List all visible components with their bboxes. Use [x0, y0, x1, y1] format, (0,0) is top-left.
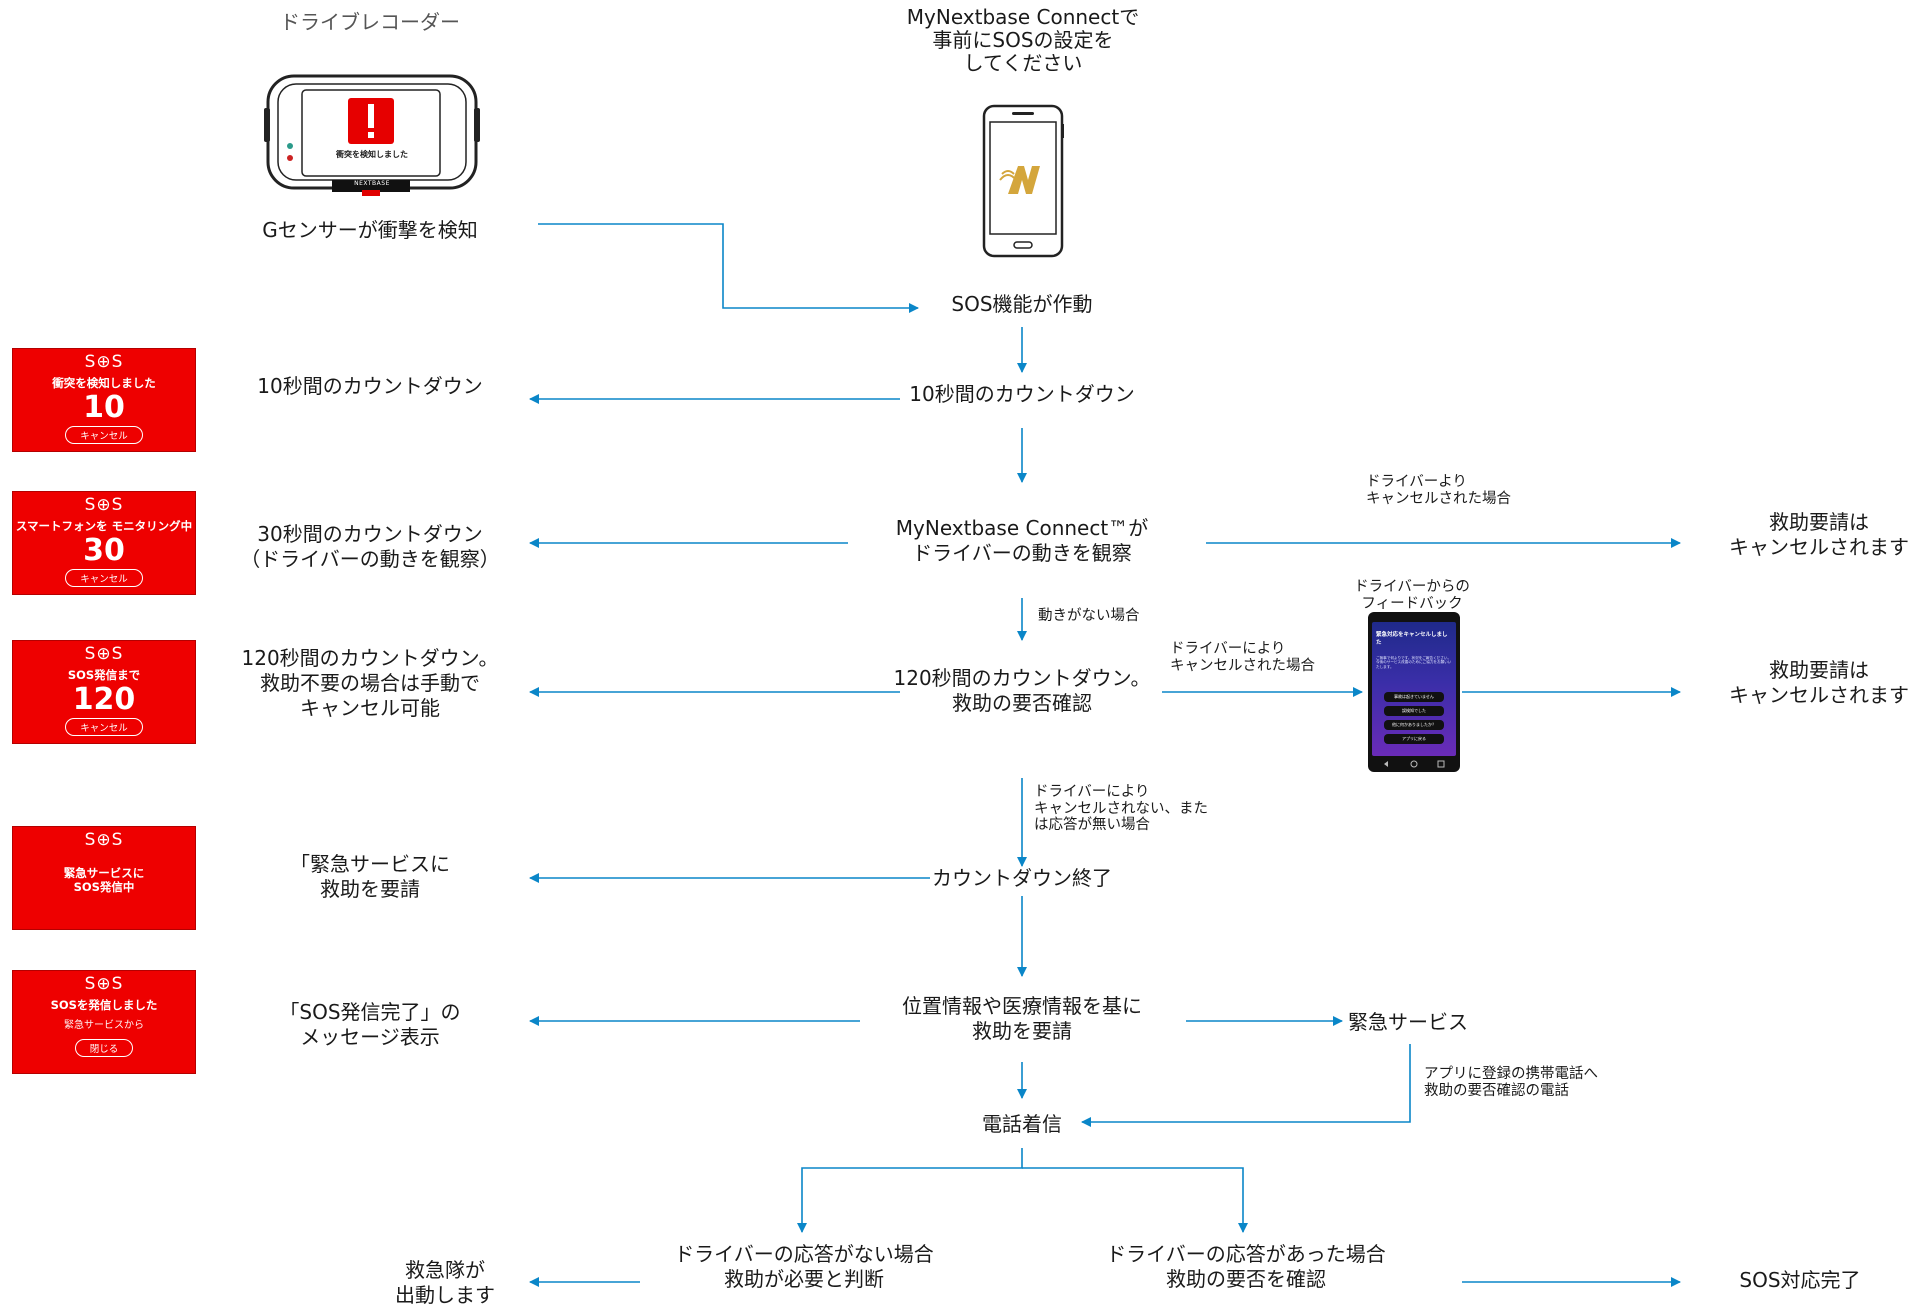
cancelled-result-2: 救助要請は キャンセルされます — [1729, 658, 1909, 707]
feedback-phone: 緊急対応をキャンセルしました ご無事で何よりです。状況をご報告ください。今後のサ… — [1368, 612, 1460, 772]
smartphone-illustration — [982, 104, 1064, 258]
arrow-call-to-noresponse — [797, 1148, 1023, 1233]
sos-complete: SOS対応完了 — [1739, 1268, 1861, 1292]
sos-panel-detected: S⊕S 衝突を検知しました 10 キャンセル — [12, 348, 196, 452]
countdown120-center: 120秒間のカウントダウン。 救助の要否確認 — [893, 666, 1151, 715]
gsensor-caption: Gセンサーが衝撃を検知 — [262, 218, 478, 242]
sos-panel-sent: S⊕S SOSを発信しました 緊急サービスから 閉じる — [12, 970, 196, 1074]
cancel-by-driver-note: ドライバーより キャンセルされた場合 — [1366, 474, 1511, 507]
sos-logo: S⊕S — [84, 830, 124, 850]
left-label-request: 「緊急サービスに 救助を要請 — [290, 852, 450, 901]
countdown10-center: 10秒間のカウントダウン — [909, 382, 1135, 406]
dashcam-label: ドライブレコーダー — [280, 10, 460, 34]
arrow-call-to-responded — [1022, 1167, 1248, 1233]
panel-message: スマートフォンを モニタリング中 — [15, 519, 193, 533]
left-label-complete: 「SOS発信完了」の メッセージ表示 — [279, 1000, 461, 1049]
panel-message: 衝突を検知しました — [52, 376, 156, 390]
no-response-outcome: ドライバーの応答がない場合 救助が必要と判断 — [674, 1242, 934, 1291]
observe-driver: MyNextbase Connect™が ドライバーの動きを観察 — [895, 516, 1149, 565]
no-motion-note: 動きがない場合 — [1038, 608, 1140, 624]
panel-countdown: 120 — [72, 681, 136, 717]
responded-outcome: ドライバーの応答があった場合 救助の要否を確認 — [1106, 1242, 1386, 1291]
panel-countdown: 10 — [83, 389, 125, 425]
app-logo-icon — [999, 166, 1040, 194]
sos-panel-monitoring: S⊕S スマートフォンを モニタリング中 30 キャンセル — [12, 491, 196, 595]
panel-message: SOS発信まで — [67, 668, 141, 682]
panel-countdown: 30 — [83, 532, 125, 568]
feedback-label: ドライバーからの フィードバック — [1354, 579, 1470, 612]
dashcam-screen-text: 衝突を検知しました — [336, 150, 408, 159]
dashcam-brand: NEXTBASE — [354, 180, 390, 187]
cancel-button[interactable]: キャンセル — [65, 569, 143, 588]
feedback-header: 緊急対応をキャンセルしました — [1376, 632, 1448, 646]
phone-setup-label: MyNextbase Connectで 事前にSOSの設定を してください — [906, 5, 1140, 75]
arrow-gsensor-to-sos — [538, 223, 919, 313]
panel-sub-message: 緊急サービスから — [64, 1019, 144, 1031]
left-label-countdown120: 120秒間のカウントダウン。 救助不要の場合は手動で キャンセル可能 — [241, 646, 499, 720]
cancelled-result-1: 救助要請は キャンセルされます — [1729, 510, 1909, 559]
feedback-option[interactable]: 他に何かありましたか？ — [1384, 720, 1444, 730]
emergency-services: 緊急サービス — [1348, 1010, 1468, 1034]
dashcam-illustration — [264, 74, 480, 196]
request-rescue: 位置情報や医療情報を基に 救助を要請 — [902, 994, 1142, 1043]
panel-message: SOSを発信しました — [50, 998, 158, 1012]
sos-panel-before-call: S⊕S SOS発信まで 120 キャンセル — [12, 640, 196, 744]
app-call-note: アプリに登録の携帯電話へ 救助の要否確認の電話 — [1424, 1066, 1598, 1099]
close-button[interactable]: 閉じる — [74, 1038, 134, 1057]
feedback-option[interactable]: アプリに戻る — [1384, 734, 1444, 744]
sos-panel-calling: S⊕S 緊急サービスに SOS発信中 — [12, 826, 196, 930]
sos-activated: SOS機能が作動 — [951, 292, 1093, 316]
android-nav-icons — [1384, 760, 1445, 768]
not-cancelled-note: ドライバーにより キャンセルされない、また は応答が無い場合 — [1034, 784, 1208, 834]
dispatch-outcome: 救急隊が 出動します — [395, 1258, 495, 1307]
left-label-countdown30: 30秒間のカウントダウン （ドライバーの動きを観察） — [240, 522, 500, 571]
cancel-by-driver-note-2: ドライバーにより キャンセルされた場合 — [1170, 641, 1315, 674]
sos-logo: S⊕S — [84, 974, 124, 994]
incoming-call: 電話着信 — [982, 1112, 1062, 1136]
feedback-phone-screen: 緊急対応をキャンセルしました ご無事で何よりです。状況をご報告ください。今後のサ… — [1372, 622, 1456, 756]
arrow-emergency-to-call — [1081, 1044, 1411, 1127]
panel-message: 緊急サービスに SOS発信中 — [63, 866, 145, 894]
feedback-option[interactable]: 誤検知でした — [1384, 706, 1444, 716]
left-label-countdown10: 10秒間のカウントダウン — [257, 374, 483, 398]
feedback-option[interactable]: 事故は起きていません — [1384, 692, 1444, 702]
sos-logo: S⊕S — [84, 352, 124, 372]
sos-logo: S⊕S — [84, 644, 124, 664]
cancel-button[interactable]: キャンセル — [65, 718, 143, 737]
sos-logo: S⊕S — [84, 495, 124, 515]
feedback-body: ご無事で何よりです。状況をご報告ください。今後のサービス改善のためにご協力をお願… — [1376, 656, 1452, 669]
cancel-button[interactable]: キャンセル — [65, 426, 143, 445]
countdown-end: カウントダウン終了 — [932, 866, 1112, 890]
